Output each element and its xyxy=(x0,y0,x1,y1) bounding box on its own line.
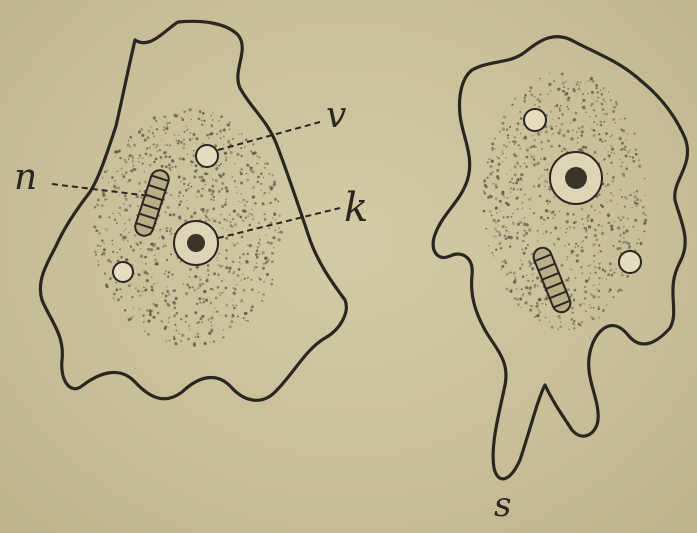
vacuole-right-upper xyxy=(524,109,546,131)
nucleus-left xyxy=(174,221,218,265)
contractile-vacuole-left xyxy=(196,145,218,167)
label-k: k xyxy=(344,188,368,228)
amoeba-right-outline xyxy=(433,37,687,479)
food-vacuole-left xyxy=(133,168,171,238)
label-n: n xyxy=(14,160,37,196)
label-v: v xyxy=(326,98,346,134)
leader-line-n xyxy=(52,184,150,196)
small-vacuole-left xyxy=(113,262,133,282)
label-s: s xyxy=(494,488,511,522)
leader-line-k xyxy=(218,208,340,238)
vacuole-right-lower xyxy=(619,251,641,273)
nucleus-right xyxy=(550,152,602,204)
